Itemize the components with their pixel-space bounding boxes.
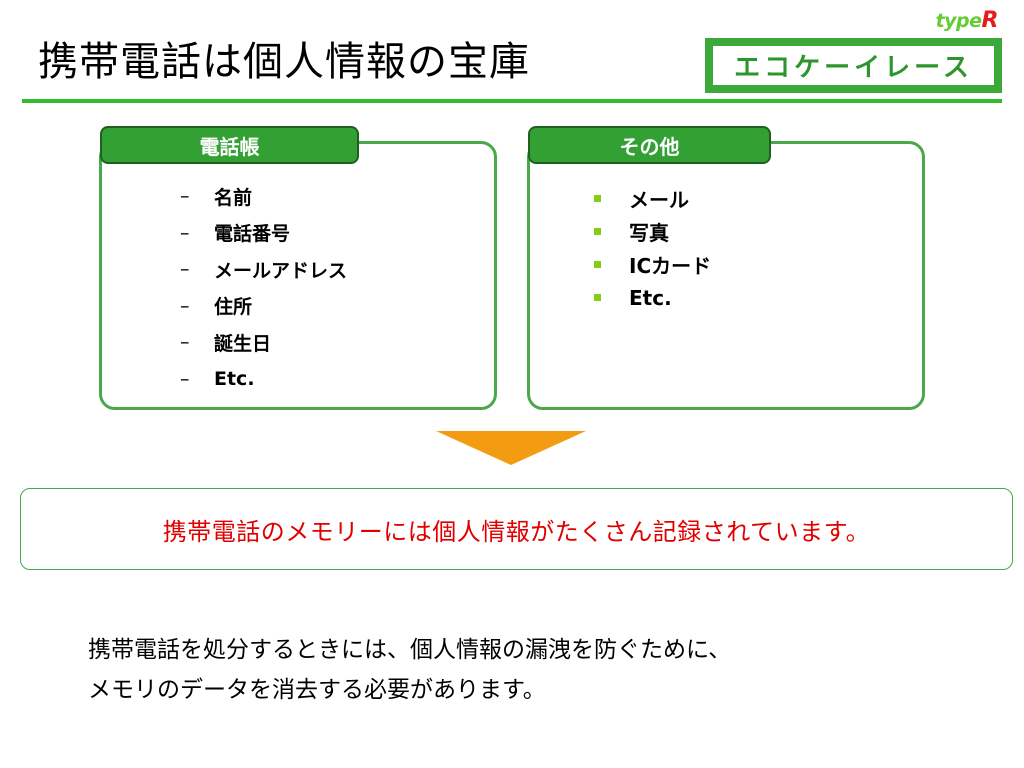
list-item: – 電話番号	[180, 215, 347, 252]
list-item-label: 電話番号	[214, 223, 291, 246]
brand-typer-logo: typeR	[935, 8, 999, 33]
list-item-label: メールアドレス	[214, 259, 348, 282]
list-item: – メールアドレス	[180, 251, 347, 288]
brand-typer-suffix: R	[981, 8, 999, 33]
slide-title: 携帯電話は個人情報の宝庫	[38, 39, 530, 85]
body-line-2: メモリのデータを消去する必要があります。	[88, 677, 546, 703]
list-item-label: 名前	[214, 186, 253, 209]
other-panel	[527, 141, 925, 410]
list-item: – 誕生日	[180, 324, 347, 361]
square-bullet-icon	[594, 294, 601, 301]
dash-marker: –	[180, 221, 190, 244]
list-item-label: Etc.	[629, 285, 672, 310]
list-item-label: 誕生日	[214, 332, 272, 355]
dash-marker: –	[180, 294, 190, 317]
dash-marker: –	[180, 367, 190, 390]
dash-marker: –	[180, 331, 190, 354]
phonebook-list: – 名前 – 電話番号 – メールアドレス – 住所 – 誕生日 – Etc.	[180, 178, 347, 397]
callout-box: 携帯電話のメモリーには個人情報がたくさん記録されています。	[20, 488, 1013, 570]
list-item: ICカード	[594, 248, 711, 281]
body-line-1: 携帯電話を処分するときには、個人情報の漏洩を防ぐために、	[88, 637, 732, 663]
dash-marker: –	[180, 258, 190, 281]
square-bullet-icon	[594, 228, 601, 235]
list-item: Etc.	[594, 281, 711, 314]
body-text: 携帯電話を処分するときには、個人情報の漏洩を防ぐために、 メモリのデータを消去す…	[88, 630, 988, 710]
list-item-label: Etc.	[214, 367, 255, 390]
list-item-label: ICカード	[629, 254, 712, 278]
brand-logo-text: エコケーイレース	[713, 46, 994, 85]
phonebook-panel	[99, 141, 497, 410]
other-tab: その他	[528, 126, 771, 164]
list-item: 写真	[594, 215, 711, 248]
title-divider	[22, 99, 1002, 103]
list-item: – Etc.	[180, 361, 347, 398]
down-arrow-icon	[436, 431, 586, 465]
brand-logo: エコケーイレース	[705, 38, 1002, 93]
dash-marker: –	[180, 185, 190, 208]
list-item-label: メール	[629, 188, 689, 212]
other-list: メール 写真 ICカード Etc.	[594, 182, 711, 314]
square-bullet-icon	[594, 195, 601, 202]
phonebook-tab: 電話帳	[100, 126, 359, 164]
list-item-label: 写真	[629, 221, 669, 245]
list-item: – 住所	[180, 288, 347, 325]
list-item-label: 住所	[214, 296, 253, 319]
brand-typer-prefix: type	[935, 10, 982, 32]
list-item: – 名前	[180, 178, 347, 215]
list-item: メール	[594, 182, 711, 215]
square-bullet-icon	[594, 261, 601, 268]
